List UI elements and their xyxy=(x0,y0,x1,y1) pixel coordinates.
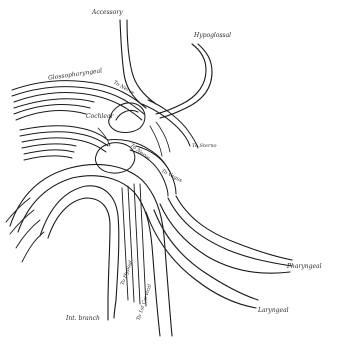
label-hypoglossal: Hypoglossal xyxy=(194,33,231,39)
vagus-arch xyxy=(10,164,172,336)
internal-branch-loop xyxy=(40,186,119,320)
descending-branches xyxy=(122,184,146,306)
accessory-nerve-trunk xyxy=(120,20,156,108)
hypoglossal-nerve xyxy=(156,44,212,118)
label-cochlear: Cochlear xyxy=(86,114,113,120)
label-laryngeal: Laryngeal xyxy=(258,308,289,314)
label-accessory: Accessory xyxy=(92,10,123,16)
pharyngeal-nerve xyxy=(160,196,292,273)
cochlear-bundle xyxy=(20,126,170,172)
upper-ganglion xyxy=(109,100,198,148)
label-int-branch: Int. branch xyxy=(66,316,100,322)
left-fibres xyxy=(6,198,44,262)
label-to-sterno: To Sterno xyxy=(192,144,217,149)
label-pharyngeal: Pharyngeal xyxy=(287,264,322,270)
